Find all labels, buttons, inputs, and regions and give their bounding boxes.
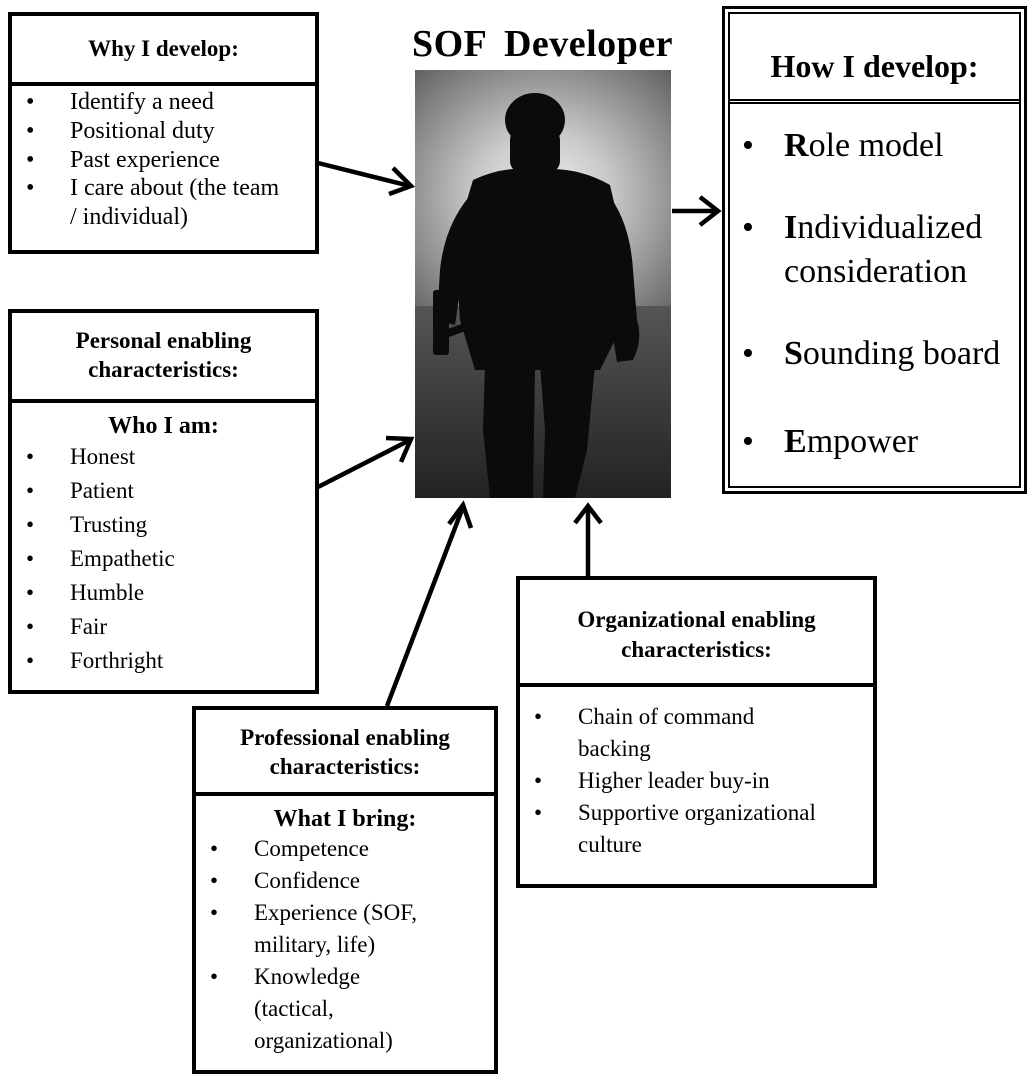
- role-model-initial: R: [784, 127, 809, 164]
- organizational-characteristics-box: Organizational enabling characteristics:…: [516, 576, 877, 888]
- arrow-developer-to-how-head: [698, 195, 722, 227]
- list-item: •Sounding board: [742, 335, 1001, 372]
- list-item: Competence: [196, 833, 494, 865]
- list-item: Identify a need: [12, 88, 315, 117]
- organizational-characteristics-heading: Organizational enabling characteristics:: [520, 580, 873, 687]
- personal-characteristics-list: Honest Patient Trusting Empathetic Humbl…: [12, 440, 315, 678]
- list-item: Trusting: [12, 508, 315, 542]
- list-item: •Empower: [742, 423, 919, 460]
- soldier-silhouette-photo: [415, 70, 671, 498]
- sounding-board-rest: ounding board: [802, 335, 1001, 372]
- list-item: Humble: [12, 576, 315, 610]
- empower-rest: mpower: [806, 423, 919, 460]
- arrow-organizational-to-developer-head: [573, 502, 603, 525]
- why-i-develop-box: Why I develop: Identify a need Positiona…: [8, 12, 319, 254]
- personal-characteristics-heading: Personal enabling characteristics:: [12, 313, 315, 403]
- list-item: Past experience: [12, 146, 315, 175]
- arrow-professional-to-developer: [384, 506, 466, 707]
- how-i-develop-list: •Role model •Individualized consideratio…: [730, 104, 1019, 464]
- professional-characteristics-heading: Professional enabling characteristics:: [196, 710, 494, 796]
- list-item: Honest: [12, 440, 315, 474]
- professional-characteristics-box: Professional enabling characteristics: W…: [192, 706, 498, 1074]
- list-item: Chain of command backing: [520, 701, 873, 765]
- personal-characteristics-box: Personal enabling characteristics: Who I…: [8, 309, 319, 694]
- who-i-am-subheading: Who I am:: [108, 413, 219, 439]
- role-model-rest: ole model: [808, 127, 944, 164]
- arrow-personal-to-developer-head: [385, 435, 415, 463]
- arrow-why-to-developer: [317, 160, 411, 189]
- how-i-develop-box: How I develop: •Role model •Individualiz…: [722, 6, 1027, 494]
- sounding-board-initial: S: [784, 335, 803, 372]
- list-item: Fair: [12, 610, 315, 644]
- professional-characteristics-list: Competence Confidence Experience (SOF, m…: [196, 833, 494, 1057]
- empower-initial: E: [784, 423, 807, 460]
- list-item: Confidence: [196, 865, 494, 897]
- list-item: Forthright: [12, 644, 315, 678]
- list-item: I care about (the team / individual): [12, 174, 315, 232]
- what-i-bring-subheading: What I bring:: [273, 806, 417, 832]
- diagram-title: SOF Developer: [411, 23, 674, 65]
- how-i-develop-heading: How I develop:: [730, 14, 1019, 104]
- list-item: •Role model: [742, 127, 944, 164]
- list-item: Experience (SOF, military, life): [196, 897, 494, 961]
- individualized-consideration-initial: I: [784, 209, 798, 246]
- arrow-personal-to-developer: [316, 437, 412, 490]
- list-item: •Individualized consideration: [742, 209, 983, 290]
- individualized-consideration-rest: ndividualized consideration: [784, 209, 983, 290]
- organizational-characteristics-list: Chain of command backing Higher leader b…: [520, 687, 873, 861]
- arrow-professional-to-developer-head: [447, 500, 474, 529]
- why-i-develop-heading: Why I develop:: [12, 16, 315, 86]
- list-item: Higher leader buy-in: [520, 765, 873, 797]
- list-item: Knowledge (tactical, organizational): [196, 961, 494, 1057]
- list-item: Positional duty: [12, 117, 315, 146]
- arrow-why-to-developer-head: [388, 166, 416, 197]
- why-i-develop-list: Identify a need Positional duty Past exp…: [12, 86, 315, 232]
- list-item: Supportive organizational culture: [520, 797, 873, 861]
- list-item: Patient: [12, 474, 315, 508]
- list-item: Empathetic: [12, 542, 315, 576]
